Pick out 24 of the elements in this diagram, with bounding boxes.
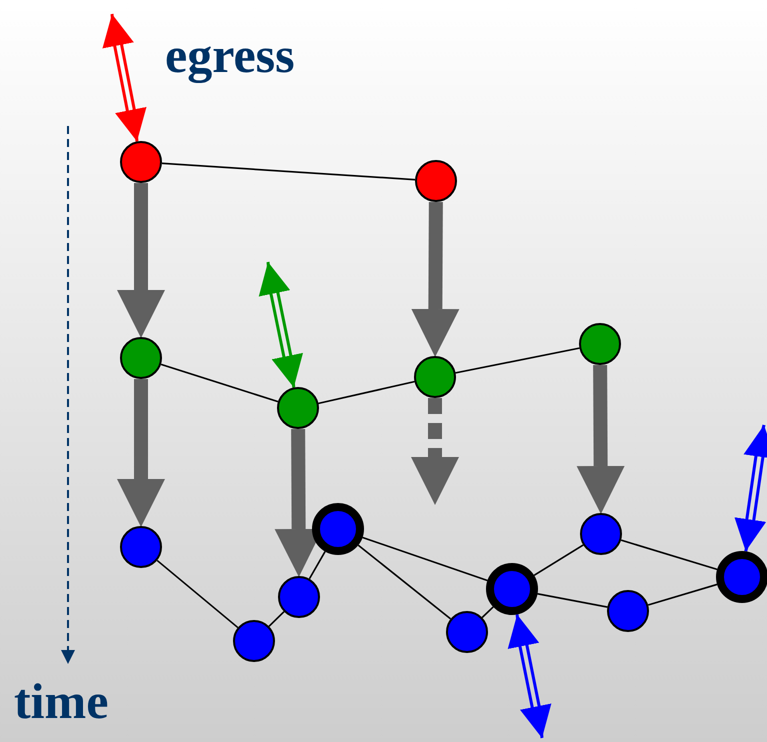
- connector-line: [268, 611, 285, 627]
- double-arrow: [258, 260, 303, 389]
- arrow: [411, 398, 459, 505]
- connector-line: [308, 551, 326, 580]
- double-arrow: [102, 12, 146, 143]
- connector-line: [537, 593, 608, 608]
- arrow: [117, 183, 165, 338]
- connector-line: [358, 544, 452, 620]
- arrow: [576, 364, 625, 514]
- connector-line: [318, 380, 415, 404]
- connector-line: [362, 536, 488, 582]
- double-arrow: [508, 613, 552, 740]
- connector-line: [648, 584, 718, 606]
- connector-line: [534, 544, 584, 576]
- double-arrow: [734, 424, 767, 553]
- connector-line: [482, 606, 494, 618]
- connector-line: [620, 539, 718, 570]
- arrow: [411, 202, 460, 357]
- arrow: [117, 379, 165, 527]
- connector-line: [156, 560, 238, 628]
- connector-line: [455, 347, 580, 374]
- axis-label: time: [14, 676, 108, 726]
- connector-line: [160, 364, 278, 402]
- connector-line: [162, 162, 416, 180]
